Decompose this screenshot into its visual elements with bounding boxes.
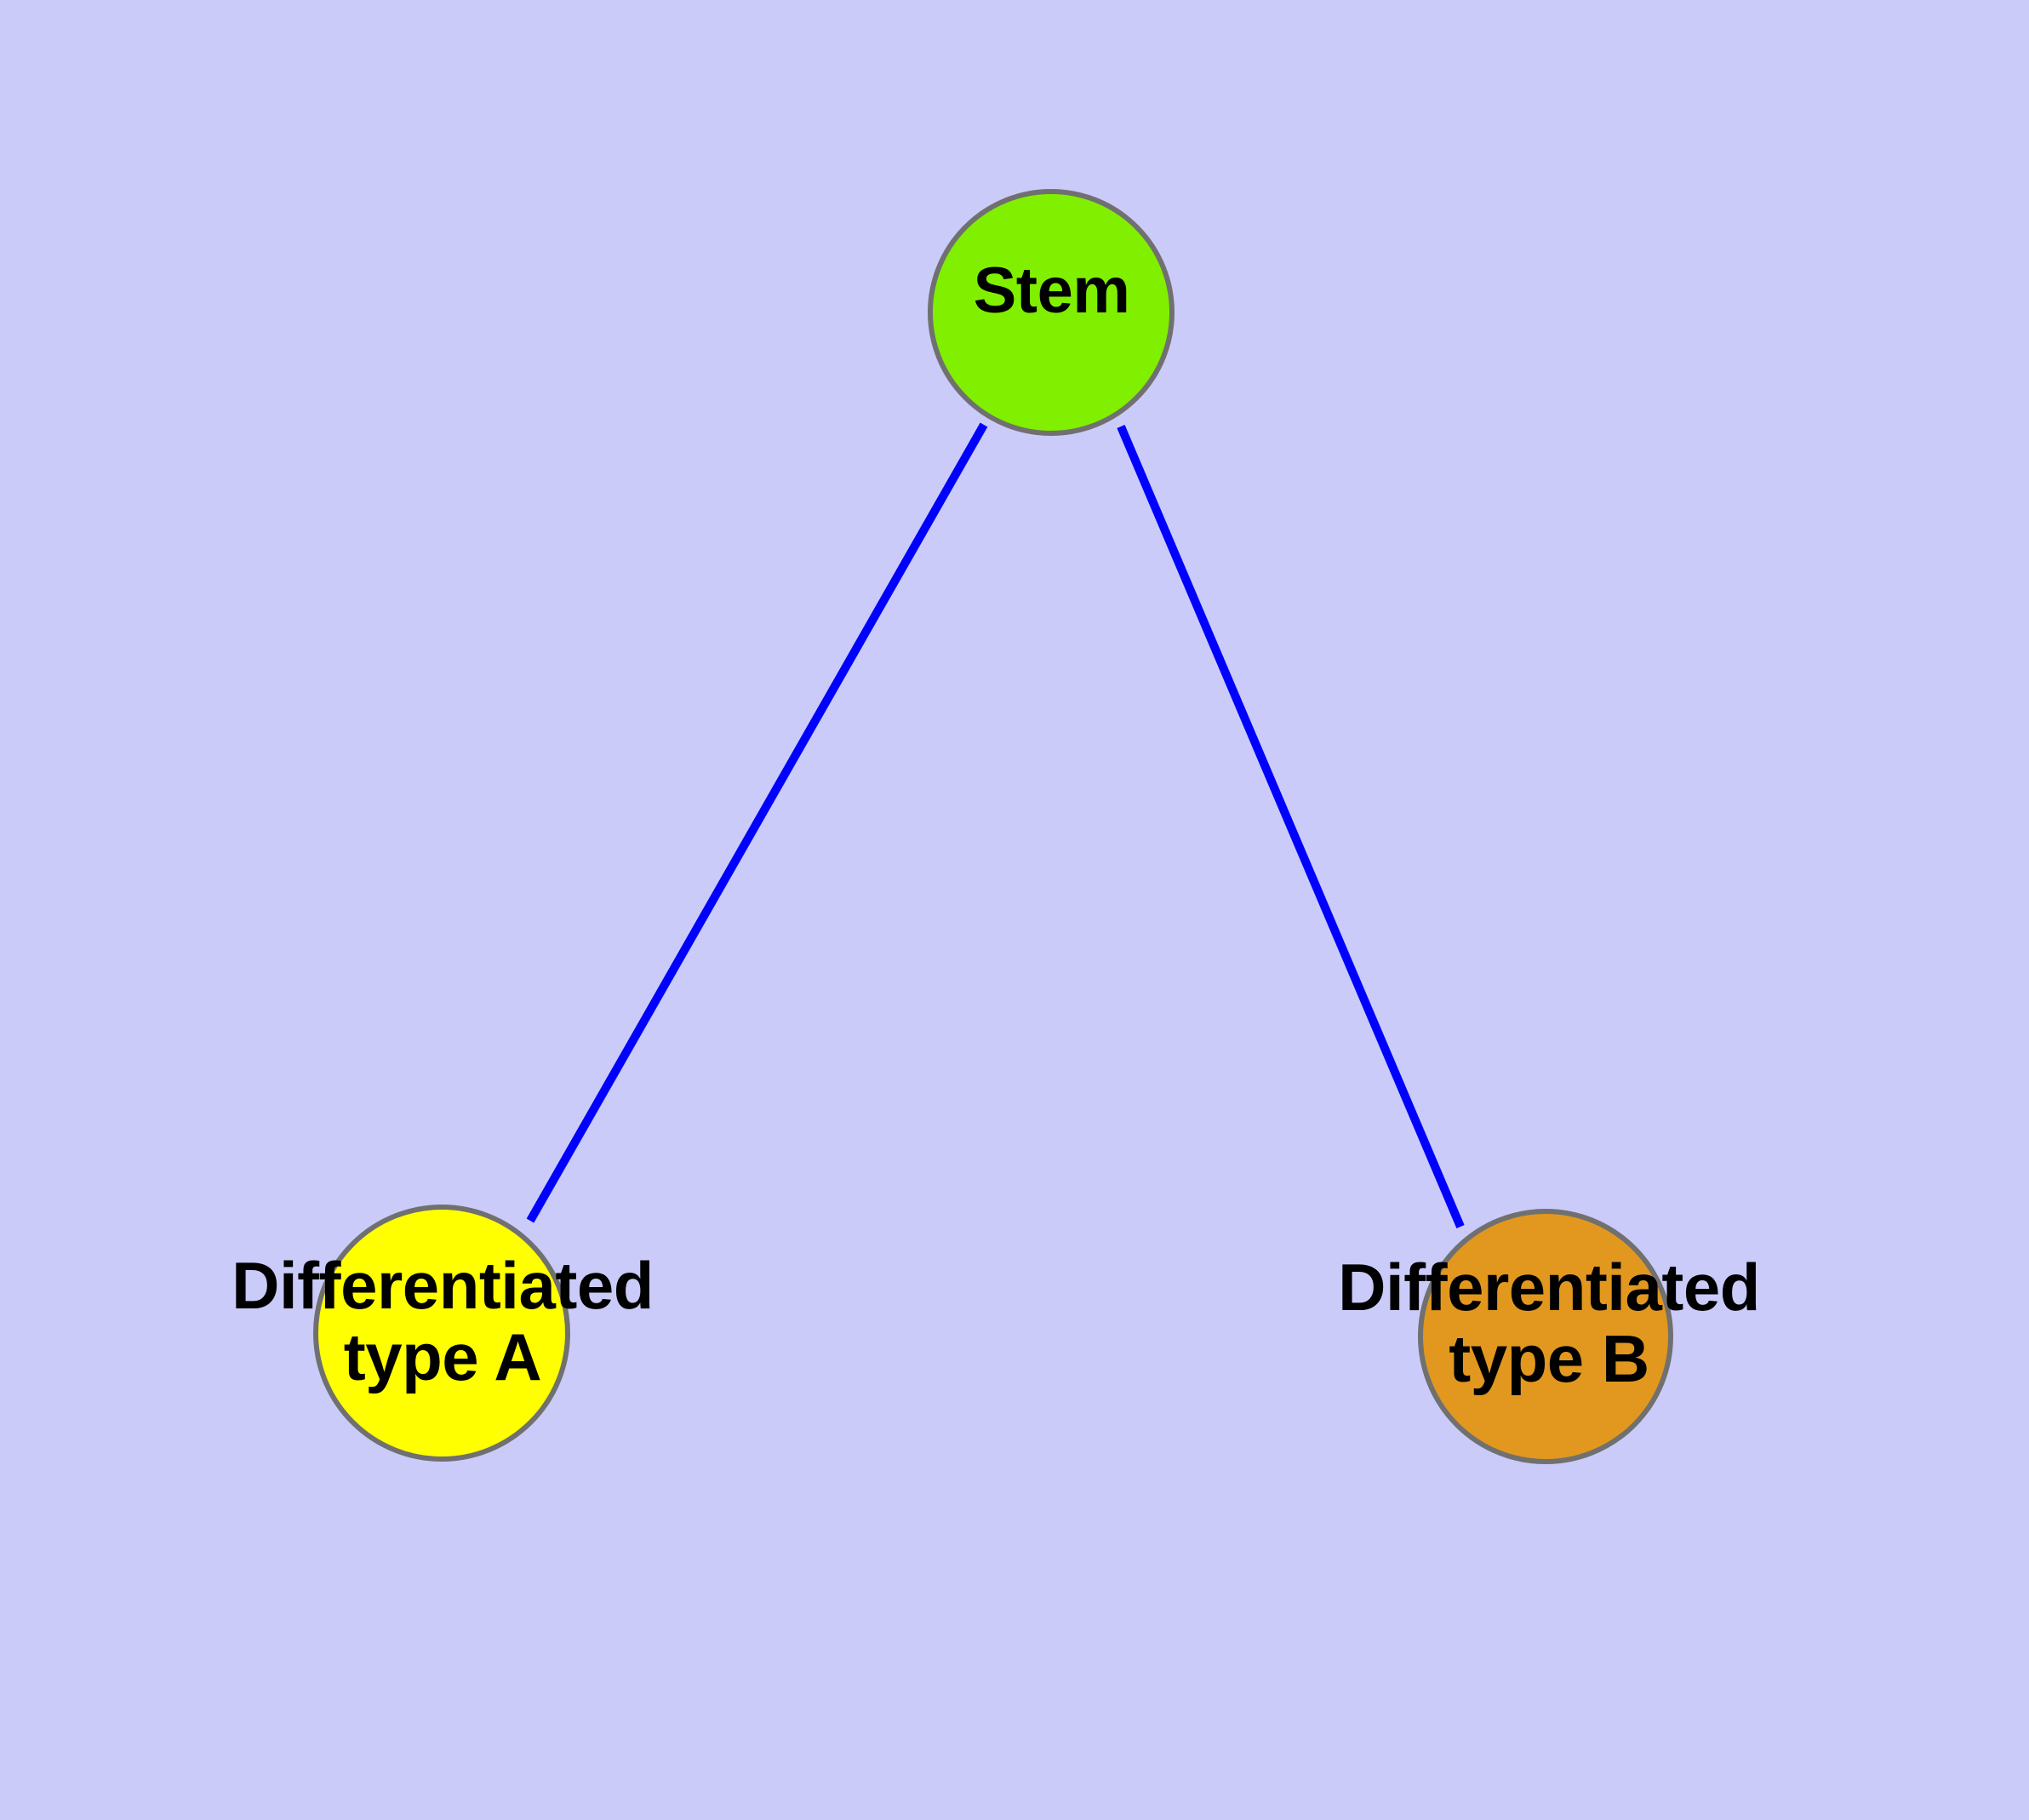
node-stem[interactable] <box>928 189 1175 436</box>
node-differentiated-type-a[interactable] <box>313 1205 570 1462</box>
node-differentiated-type-b[interactable] <box>1418 1209 1673 1464</box>
edge-stem-to-type-b <box>1117 425 1465 1228</box>
node-differentiated-type-b-label: Differentiated type B <box>1338 1250 1760 1397</box>
edge-stem-to-type-a <box>526 422 988 1223</box>
node-stem-label: Stem <box>973 255 1130 327</box>
node-differentiated-type-a-label: Differentiated type A <box>231 1248 654 1395</box>
